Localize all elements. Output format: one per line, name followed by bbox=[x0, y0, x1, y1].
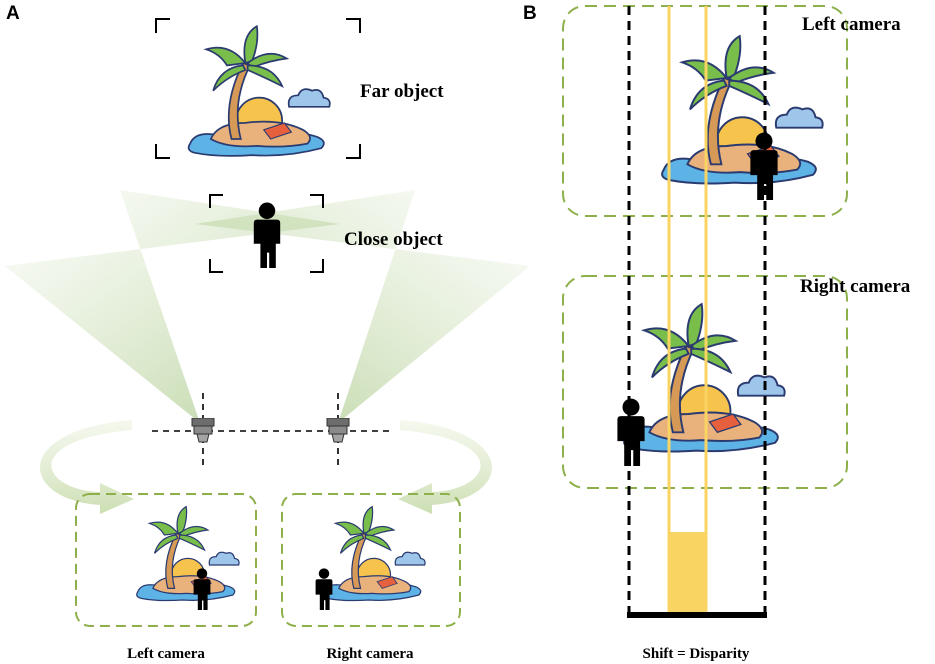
disparity-bar bbox=[669, 532, 706, 612]
right-camera-image-frame bbox=[281, 493, 461, 627]
left-camera-image-frame bbox=[75, 493, 257, 627]
left-camera-caption: Left camera bbox=[127, 646, 205, 662]
far-object-island-icon bbox=[187, 25, 331, 157]
close-object-frame bbox=[209, 194, 324, 273]
right-view-label: Right camera bbox=[800, 276, 911, 297]
far-object-label: Far object bbox=[360, 81, 444, 102]
right-view-person-icon bbox=[617, 398, 645, 466]
disparity-shift-bar bbox=[627, 612, 767, 618]
left-curved-arrow-icon bbox=[40, 420, 134, 514]
disparity-label: Shift = Disparity bbox=[643, 646, 750, 662]
left-view-island-icon bbox=[661, 35, 824, 185]
left-camera-icon bbox=[191, 418, 215, 443]
panel-a-letter: A bbox=[6, 3, 20, 24]
right-camera-view-cone bbox=[195, 190, 530, 423]
right-camera-person-icon bbox=[315, 568, 333, 610]
person-position-guides bbox=[627, 6, 767, 614]
far-object-frame bbox=[155, 18, 361, 159]
right-camera-island-icon bbox=[322, 506, 426, 602]
right-camera-caption: Right camera bbox=[326, 646, 414, 662]
right-curved-arrow-icon bbox=[398, 420, 492, 514]
right-camera-icon bbox=[326, 418, 350, 443]
left-camera-island-icon bbox=[136, 506, 240, 602]
left-view-label: Left camera bbox=[802, 14, 901, 35]
close-object-label: Close object bbox=[344, 229, 443, 250]
panel-b-letter: B bbox=[523, 3, 537, 24]
island-position-guides bbox=[667, 6, 708, 612]
left-camera-view-cone bbox=[5, 190, 340, 423]
right-view-island-icon bbox=[623, 303, 786, 453]
